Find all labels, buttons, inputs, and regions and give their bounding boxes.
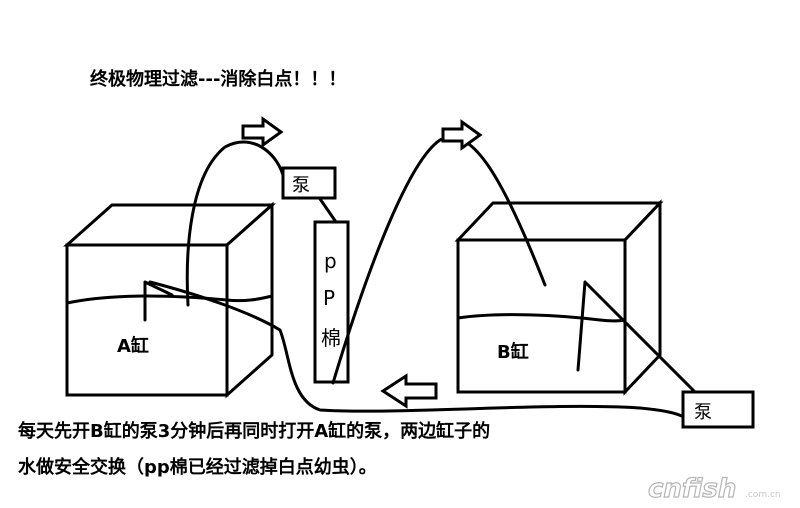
tank-b-water-line xyxy=(456,313,627,323)
caption-line-1: 每天先开B缸的泵3分钟后再同时打开A缸的泵，两边缸子的 xyxy=(18,420,490,442)
siphon-tank-a xyxy=(143,280,174,322)
pump-top-box xyxy=(281,166,337,200)
pipe-pump-to-filter xyxy=(316,194,338,224)
flow-arrow-left xyxy=(380,373,438,409)
pump-right: 泵 xyxy=(681,390,755,429)
tank-a-front xyxy=(65,243,229,397)
tank-a: A缸 xyxy=(63,201,276,399)
flow-arrow-right-1 xyxy=(241,116,284,148)
watermark-logo: cnfish xyxy=(648,474,736,504)
caption-line-2: 水做安全交换（pp棉已经过滤掉白点幼虫）。 xyxy=(18,456,377,478)
pump-top-label: 泵 xyxy=(292,175,310,196)
pipe-a-to-top-pump xyxy=(185,140,285,307)
pp-filter-label-3: 棉 xyxy=(321,326,341,350)
pump-right-box xyxy=(681,390,755,429)
pp-filter-label-1: p xyxy=(324,249,337,273)
pipe-right-pump-to-tank-b xyxy=(576,280,697,394)
tank-b-label: B缸 xyxy=(497,341,529,363)
watermark-domain: .com.cn xyxy=(745,490,781,500)
diagram-title: 终极物理过滤---消除白点！！！ xyxy=(90,68,346,90)
pipe-return-to-right-pump xyxy=(148,280,688,420)
pipe-filter-to-tank-b xyxy=(331,135,547,385)
flow-arrow-right-2 xyxy=(441,119,483,151)
pp-filter: p P 棉 xyxy=(313,220,350,384)
pp-filter-label-2: P xyxy=(323,286,335,310)
tank-b: B缸 xyxy=(454,199,664,396)
pump-right-label: 泵 xyxy=(694,402,712,423)
tank-a-label: A缸 xyxy=(117,335,149,357)
pump-top: 泵 xyxy=(281,166,337,200)
